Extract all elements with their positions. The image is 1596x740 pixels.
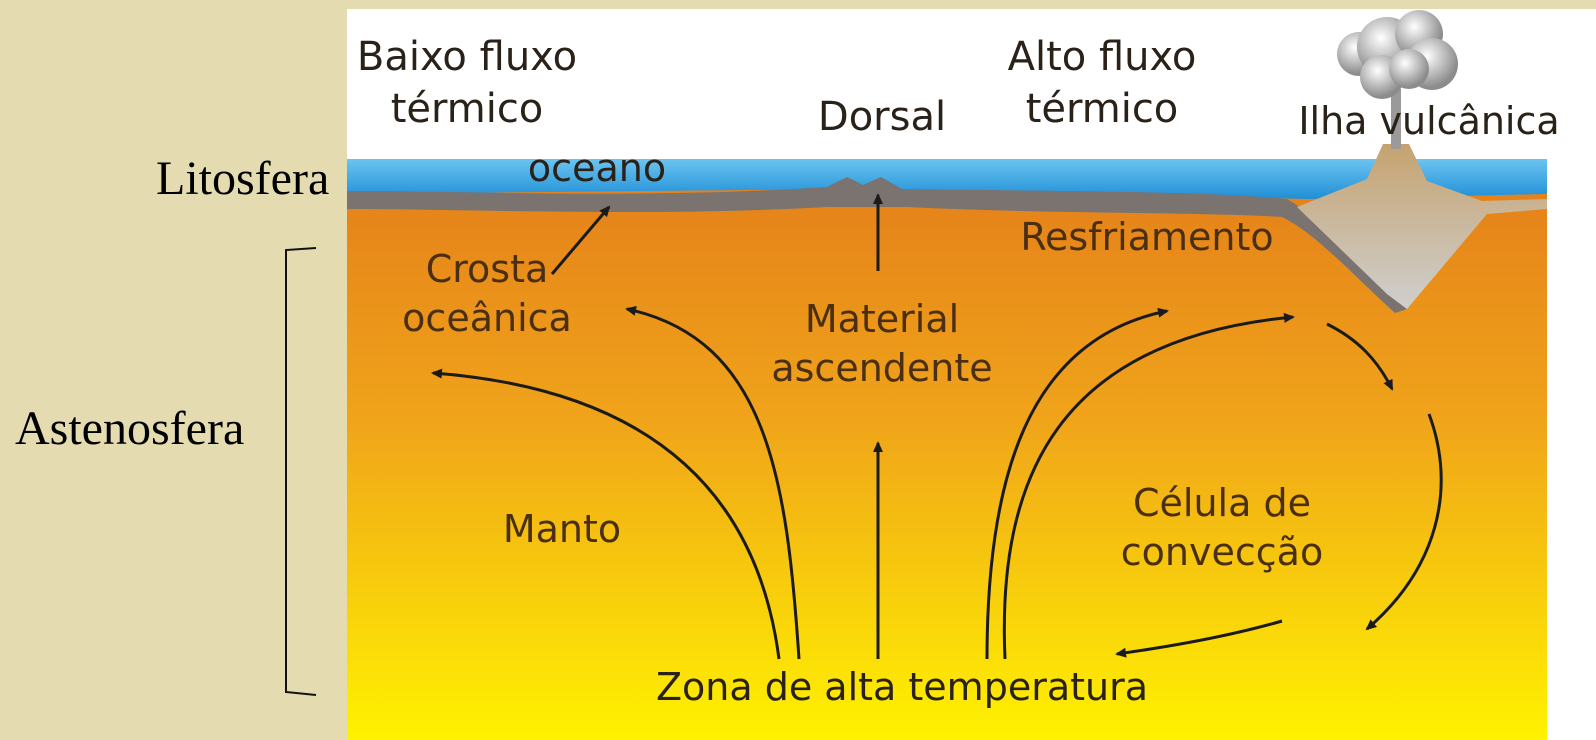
diagram-graphics: [347, 10, 1547, 740]
ocean-label: oceano: [527, 146, 667, 190]
lithosphere-label: Litosfera: [156, 152, 330, 205]
crust-pointer-arrow: [550, 205, 611, 275]
rising-material-line1: Material: [804, 297, 960, 341]
asthenosphere-label: Astenosfera: [15, 402, 245, 455]
flow-arrow-left-outer: [431, 368, 781, 660]
high-heat-flow-line1: Alto fluxo: [1007, 34, 1197, 80]
high-heat-flow-line2: térmico: [1025, 86, 1179, 132]
high-heat-flow-label: Alto fluxo térmico: [992, 31, 1212, 135]
rising-material-line2: ascendente: [771, 346, 993, 391]
high-temperature-zone-label: Zona de alta temperatura: [655, 665, 1148, 709]
oceanic-crust-label: Crosta oceânica: [367, 245, 607, 344]
flow-arrow-right-outer: [1002, 312, 1295, 660]
volcanic-island-label: Ilha vulcânica: [1298, 99, 1560, 143]
smoke-cloud: [1337, 10, 1458, 99]
oceanic-crust-layer: [347, 177, 1407, 313]
convection-diagram: Baixo fluxo térmico Dorsal Alto fluxo té…: [347, 9, 1596, 740]
ridge-label: Dorsal: [817, 94, 947, 140]
flow-arrow-right-inner: [985, 307, 1169, 660]
rising-material-label: Material ascendente: [742, 295, 1022, 394]
low-heat-flow-line1: Baixo fluxo: [356, 34, 578, 80]
oceanic-crust-line1: Crosta: [425, 247, 549, 291]
volcano-plume-stem: [1391, 89, 1401, 149]
ocean-layer: [347, 159, 1547, 199]
oceanic-crust-line2: oceânica: [402, 296, 572, 341]
convection-cell-line1: Célula de: [1133, 481, 1311, 525]
flow-arrow-descend-top: [1326, 322, 1394, 391]
low-heat-flow-line2: térmico: [390, 86, 544, 132]
cooling-label: Resfriamento: [1020, 215, 1274, 259]
flow-arrow-return-bottom: [1115, 619, 1283, 658]
convection-cell-label: Célula de convecção: [1082, 479, 1362, 578]
flow-arrow-descend-right: [1365, 413, 1443, 631]
low-heat-flow-label: Baixo fluxo térmico: [347, 31, 587, 135]
flow-arrow-left-inner: [625, 306, 801, 660]
mantle-label: Manto: [502, 507, 622, 551]
volcano-island: [1297, 144, 1547, 309]
convection-cell-line2: convecção: [1120, 530, 1324, 575]
